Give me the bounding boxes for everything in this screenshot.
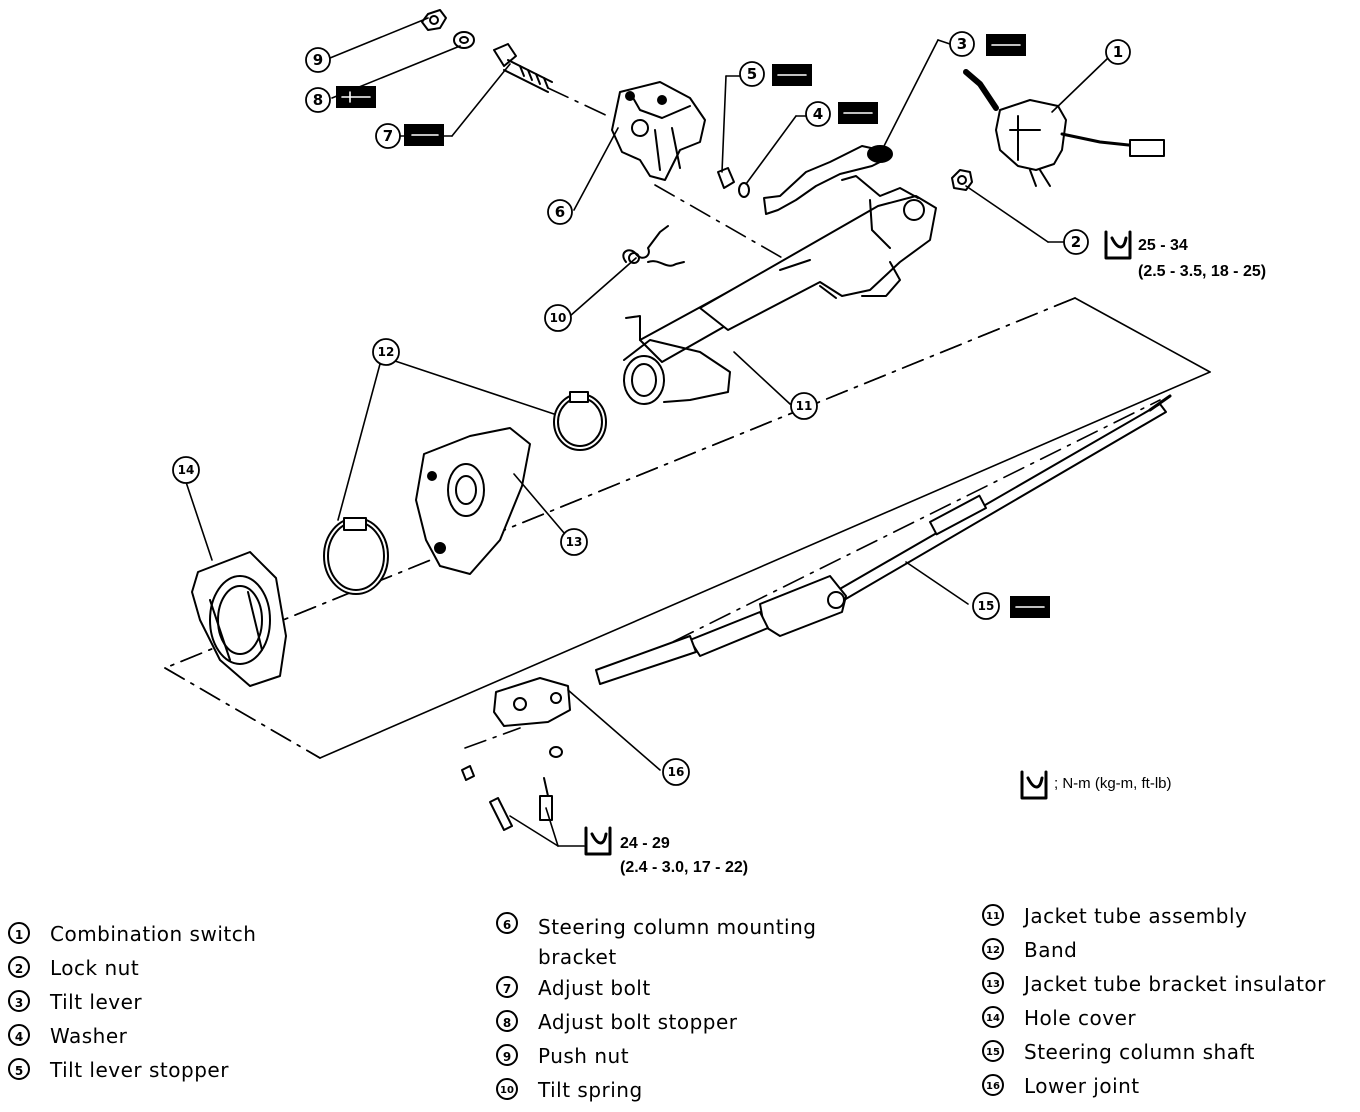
legend-item: 2 Lock nut	[8, 956, 256, 990]
legend-label: Adjust bolt	[538, 976, 651, 1000]
legend-number: 9	[496, 1044, 518, 1066]
legend-number: 14	[982, 1006, 1004, 1028]
callout-9: 9	[313, 51, 323, 69]
legend-number: 5	[8, 1058, 30, 1080]
legend-number: 1	[8, 922, 30, 944]
legend-label: Combination switch	[50, 922, 257, 946]
legend-label: Jacket tube assembly	[1024, 904, 1248, 928]
legend-number: 12	[982, 938, 1004, 960]
legend-label: Steering column shaft	[1024, 1040, 1256, 1064]
legend-number: 15	[982, 1040, 1004, 1062]
callout-7: 7	[383, 127, 393, 145]
legend-number: 11	[982, 904, 1004, 926]
callout-6: 6	[555, 203, 565, 221]
adjust-bolt-part	[493, 43, 553, 93]
legend-item: 15 Steering column shaft	[982, 1040, 1326, 1074]
legend-label: Lock nut	[50, 956, 140, 980]
lock-nut-torque-range: 25 - 34	[1138, 237, 1188, 254]
legend-item: 4 Washer	[8, 1024, 256, 1058]
callout-5: 5	[747, 65, 757, 83]
callout-14: 14	[178, 463, 195, 477]
callout-1: 1	[1113, 43, 1123, 61]
callout-16: 16	[668, 765, 685, 779]
washer-part	[738, 182, 750, 198]
legend-number: 16	[982, 1074, 1004, 1096]
steering-column-exploded-diagram: 9 8 7 5 4 3 1 2 6 10 11 12 13 14 15 16 2…	[164, 9, 1266, 876]
legend-item: 8 Adjust bolt stopper	[496, 1010, 856, 1044]
legend-number: 4	[8, 1024, 30, 1046]
legend-label: Washer	[50, 1024, 128, 1048]
callout-circles	[172, 31, 1131, 786]
callout-10: 10	[550, 311, 567, 325]
steering-column-shaft-part	[595, 394, 1172, 685]
shaft-reference-frame	[164, 297, 1211, 759]
band-part-upper	[553, 391, 607, 451]
mounting-bracket-part	[611, 81, 706, 181]
legend-item: 1 Combination switch	[8, 922, 256, 956]
combination-switch-part	[963, 69, 1165, 187]
torque-units-note: ; N-m (kg-m, ft-lb)	[1054, 775, 1172, 792]
legend-number: 6	[496, 912, 518, 934]
legend-column-2: 6 Steering column mounting bracket 7 Adj…	[496, 912, 856, 1112]
legend-item: 6 Steering column mounting bracket	[496, 912, 856, 976]
legend-item: 16 Lower joint	[982, 1074, 1326, 1108]
legend-item: 7 Adjust bolt	[496, 976, 856, 1010]
legend-item: 14 Hole cover	[982, 1006, 1326, 1040]
legend-item: 13 Jacket tube bracket insulator	[982, 972, 1326, 1006]
lower-joint-part	[461, 677, 571, 831]
legend-item: 11 Jacket tube assembly	[982, 904, 1326, 938]
hole-cover-part	[191, 551, 287, 687]
band-part-lower	[323, 517, 389, 595]
legend-number: 3	[8, 990, 30, 1012]
callout-11: 11	[796, 399, 813, 413]
legend-label: Push nut	[538, 1044, 630, 1068]
callout-4: 4	[813, 105, 823, 123]
callout-2: 2	[1071, 233, 1081, 251]
torque-wrench-icon	[584, 230, 1132, 856]
legend-item: 9 Push nut	[496, 1044, 856, 1078]
legend-label: Tilt lever	[50, 990, 143, 1014]
callout-8: 8	[313, 91, 323, 109]
callout-13: 13	[566, 535, 583, 549]
tilt-spring-part	[622, 225, 685, 267]
legend-number: 7	[496, 976, 518, 998]
legend-label: Adjust bolt stopper	[538, 1010, 738, 1034]
legend-column-3: 11 Jacket tube assembly 12 Band 13 Jacke…	[982, 904, 1326, 1108]
lower-joint-torque-range: 24 - 29	[620, 835, 670, 852]
lower-joint-torque-detail: (2.4 - 3.0, 17 - 22)	[620, 859, 748, 876]
legend-label: Hole cover	[1024, 1006, 1137, 1030]
legend-number: 13	[982, 972, 1004, 994]
callout-3: 3	[957, 35, 967, 53]
legend-label: Band	[1024, 938, 1078, 962]
lock-nut-torque-detail: (2.5 - 3.5, 18 - 25)	[1138, 263, 1266, 280]
legend-item: 12 Band	[982, 938, 1326, 972]
legend-item: 3 Tilt lever	[8, 990, 256, 1024]
callout-12: 12	[378, 345, 395, 359]
lock-nut-part	[951, 169, 973, 191]
legend-label: Jacket tube bracket insulator	[1024, 972, 1326, 996]
tilt-lever-part	[763, 145, 893, 215]
callout-15: 15	[978, 599, 995, 613]
jacket-tube-assembly-part	[623, 175, 937, 405]
legend-label: Lower joint	[1024, 1074, 1140, 1098]
legend-number: 2	[8, 956, 30, 978]
legend-column-1: 1 Combination switch 2 Lock nut 3 Tilt l…	[8, 922, 256, 1092]
legend-item: 10 Tilt spring	[496, 1078, 856, 1112]
legend-item: 5 Tilt lever stopper	[8, 1058, 256, 1092]
legend-label: Tilt lever stopper	[50, 1058, 229, 1082]
push-nut-part	[421, 9, 447, 31]
legend-label: Steering column mounting bracket	[538, 915, 817, 969]
legend-number: 10	[496, 1078, 518, 1100]
legend-label: Tilt spring	[538, 1078, 643, 1102]
adjust-bolt-stopper-part	[453, 31, 475, 49]
insulator-part	[415, 427, 531, 575]
legend-number: 8	[496, 1010, 518, 1032]
tilt-lever-stopper-part	[717, 167, 735, 189]
